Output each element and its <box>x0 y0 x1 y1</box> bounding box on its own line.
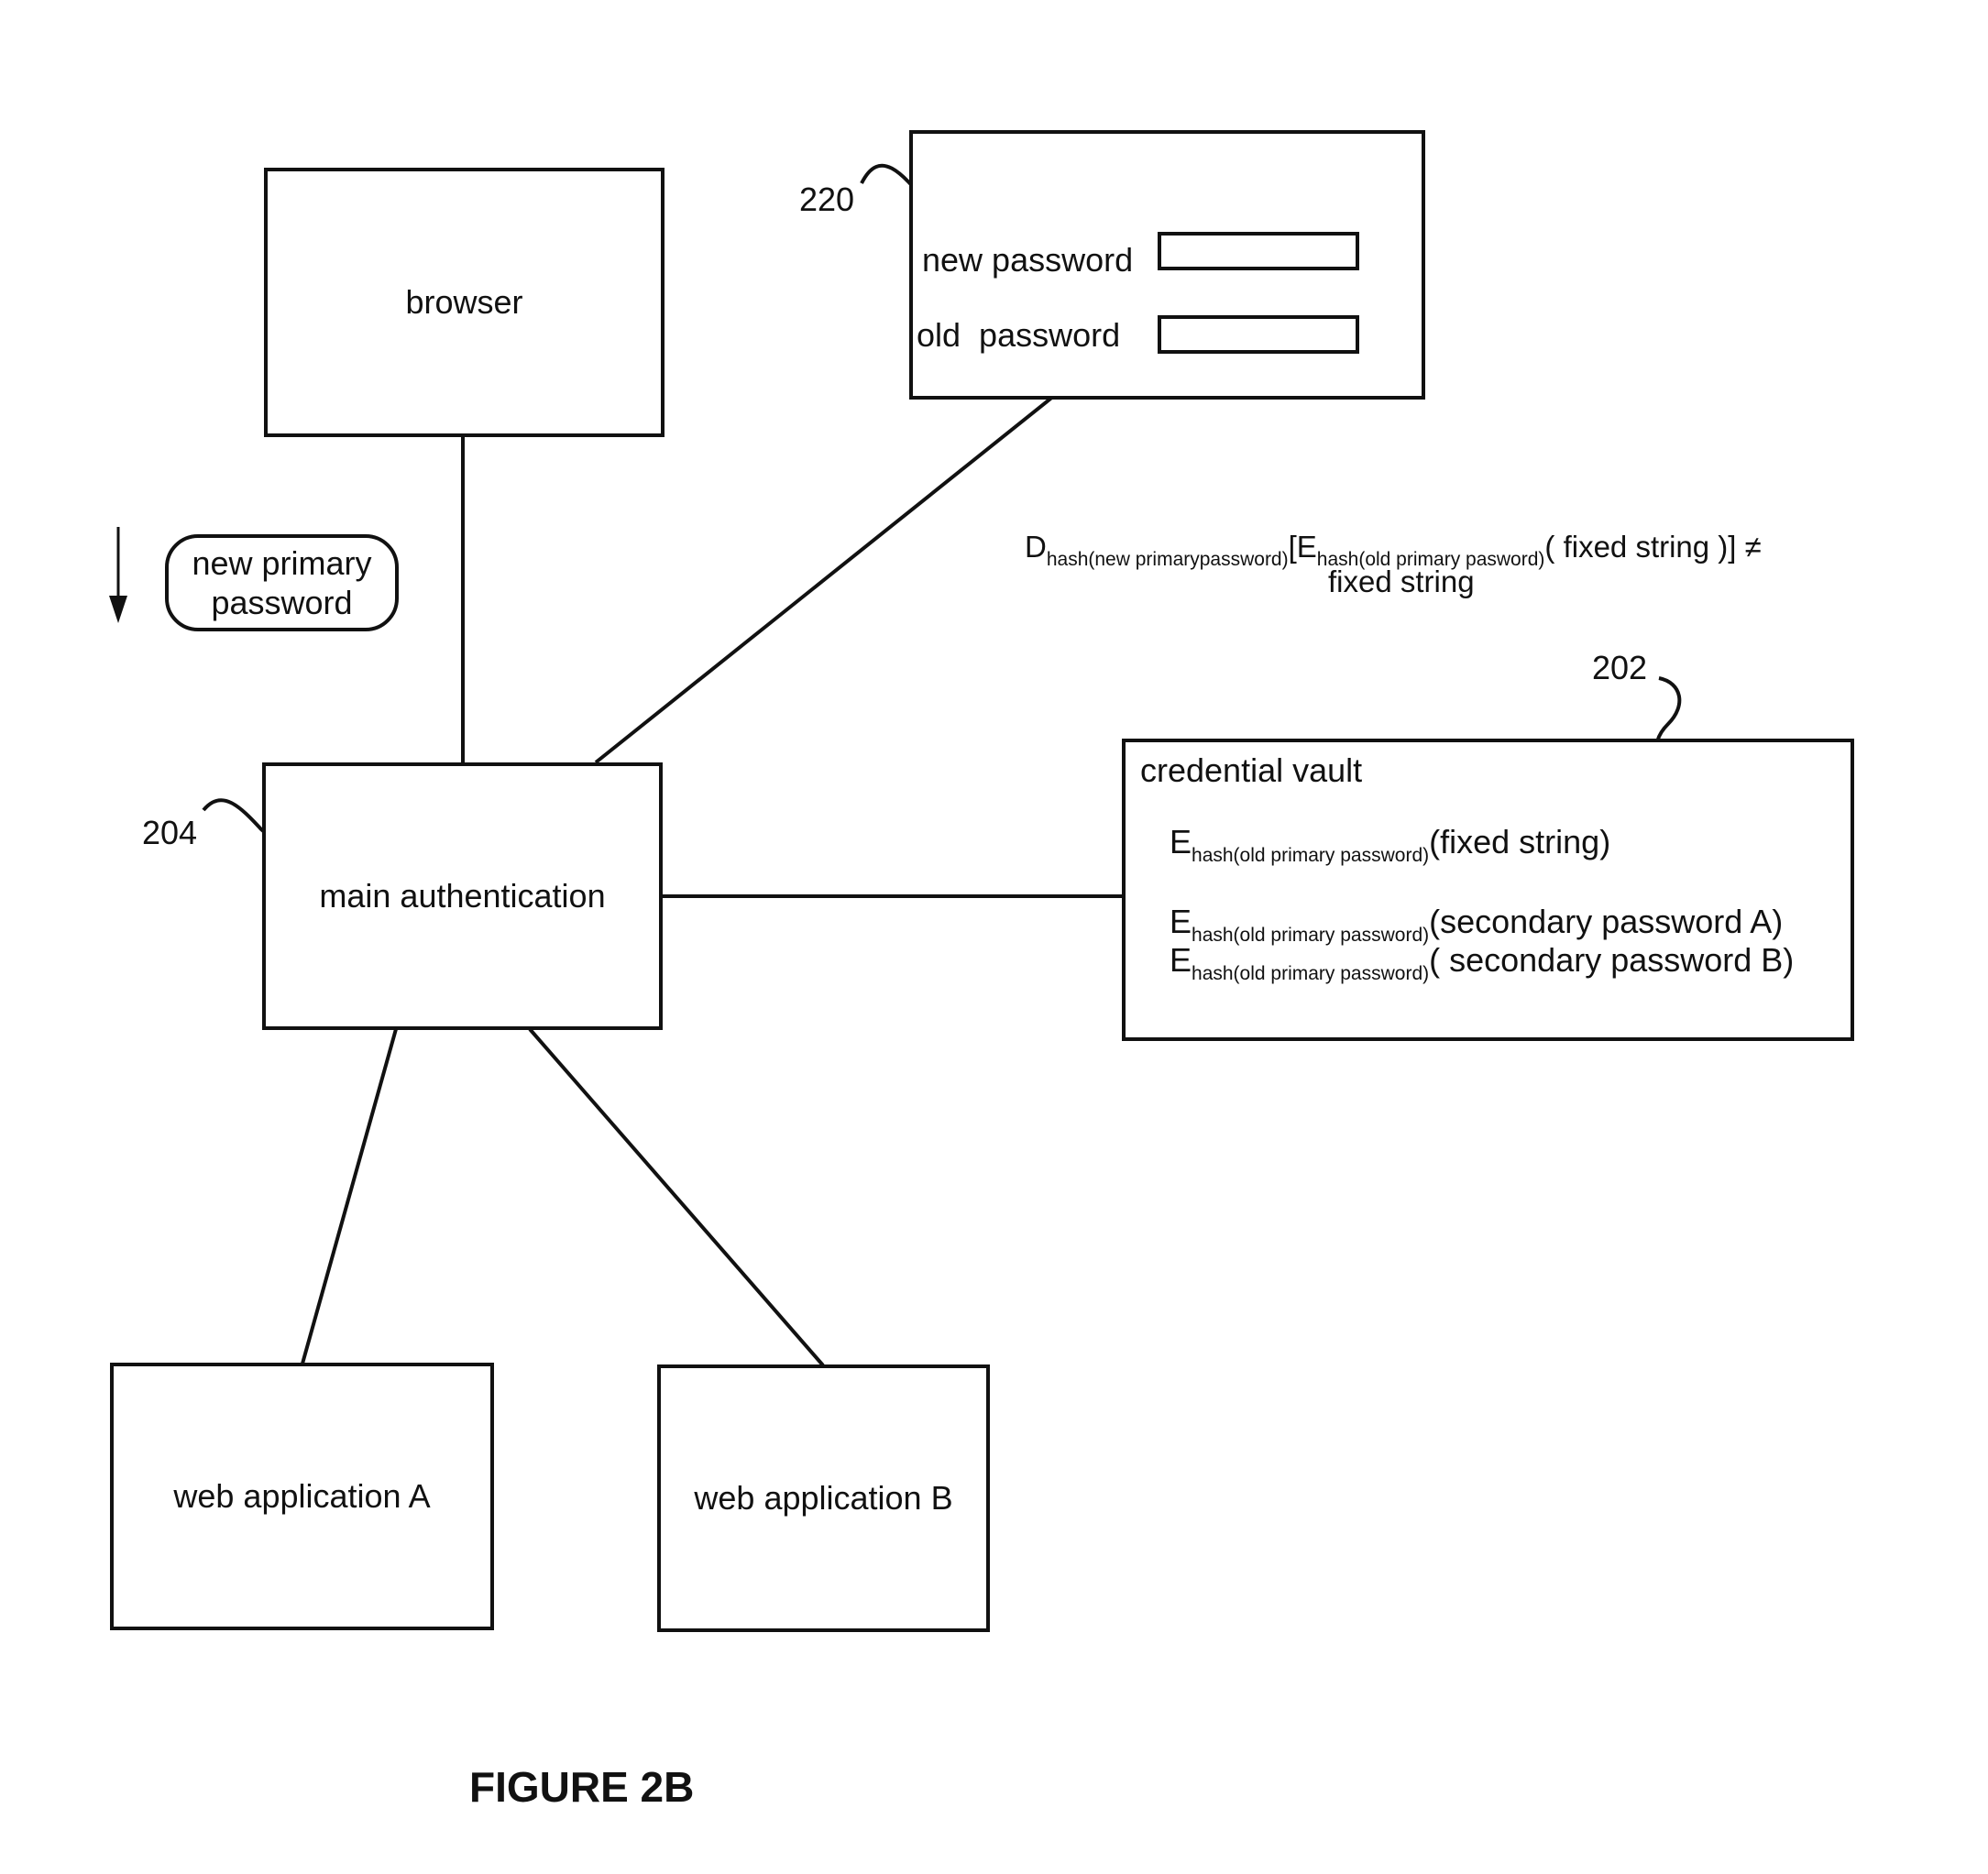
decrypt-formula: Dhash(new primarypassword)[Ehash(old pri… <box>1025 530 1762 571</box>
ref-220: 220 <box>799 181 855 218</box>
figure-caption: FIGURE 2B <box>469 1763 695 1811</box>
browser-box: browser <box>264 168 664 437</box>
ref-204: 204 <box>142 814 198 851</box>
vault-entry-secondary-b: Ehash(old primary password)( secondary p… <box>1170 941 1794 985</box>
ref-202: 202 <box>1592 649 1648 686</box>
formula-e-subscript: hash(old primary pasword) <box>1316 549 1545 570</box>
vault-entry-secondary-a: Ehash(old primary password)(secondary pa… <box>1170 903 1783 947</box>
vault-e-2: E <box>1170 903 1192 940</box>
auth-to-app-b-line <box>528 1027 825 1367</box>
formula-line-2: fixed string <box>1328 564 1475 598</box>
vault-e-1: E <box>1170 823 1192 860</box>
formula-tail: ( fixed string )] ≠ <box>1544 530 1762 564</box>
credential-vault-box: credential vault Ehash(old primary passw… <box>1122 739 1854 1041</box>
web-application-a-label: web application A <box>173 1477 431 1515</box>
new-password-label: new password <box>922 241 1134 279</box>
formula-bracket: [E <box>1288 530 1317 564</box>
vault-tail-2: (secondary password A) <box>1429 903 1784 940</box>
down-arrow-icon <box>109 596 127 623</box>
credential-vault-title: credential vault <box>1140 751 1363 789</box>
vault-entry-fixed-string: Ehash(old primary password)(fixed string… <box>1170 823 1610 867</box>
old-password-label: old password <box>917 316 1121 354</box>
browser-label: browser <box>405 283 523 321</box>
formula-d-subscript: hash(new primarypassword) <box>1046 549 1289 570</box>
new-password-field[interactable] <box>1158 232 1359 270</box>
main-authentication-box: main authentication <box>262 762 663 1030</box>
vault-e-3: E <box>1170 941 1192 979</box>
password-form-box: new password old password <box>909 130 1425 400</box>
formula-d: D <box>1025 530 1047 564</box>
form-to-auth-line <box>594 394 1056 764</box>
vault-sub-1: hash(old primary password) <box>1192 845 1430 866</box>
main-authentication-label: main authentication <box>319 877 606 915</box>
auth-to-app-a-line <box>301 1028 398 1364</box>
vault-tail-1: (fixed string) <box>1429 823 1611 860</box>
pill-line-1: new primary <box>192 544 372 582</box>
web-application-b-box: web application B <box>657 1364 990 1632</box>
vault-tail-3: ( secondary password B) <box>1429 941 1795 979</box>
web-application-a-box: web application A <box>110 1363 494 1630</box>
vault-sub-3: hash(old primary password) <box>1192 963 1430 984</box>
pill-line-2: password <box>211 584 353 621</box>
new-primary-password-pill: new primary password <box>165 534 399 631</box>
vault-sub-2: hash(old primary password) <box>1192 925 1430 946</box>
old-password-field[interactable] <box>1158 315 1359 354</box>
web-application-b-label: web application B <box>694 1479 953 1517</box>
